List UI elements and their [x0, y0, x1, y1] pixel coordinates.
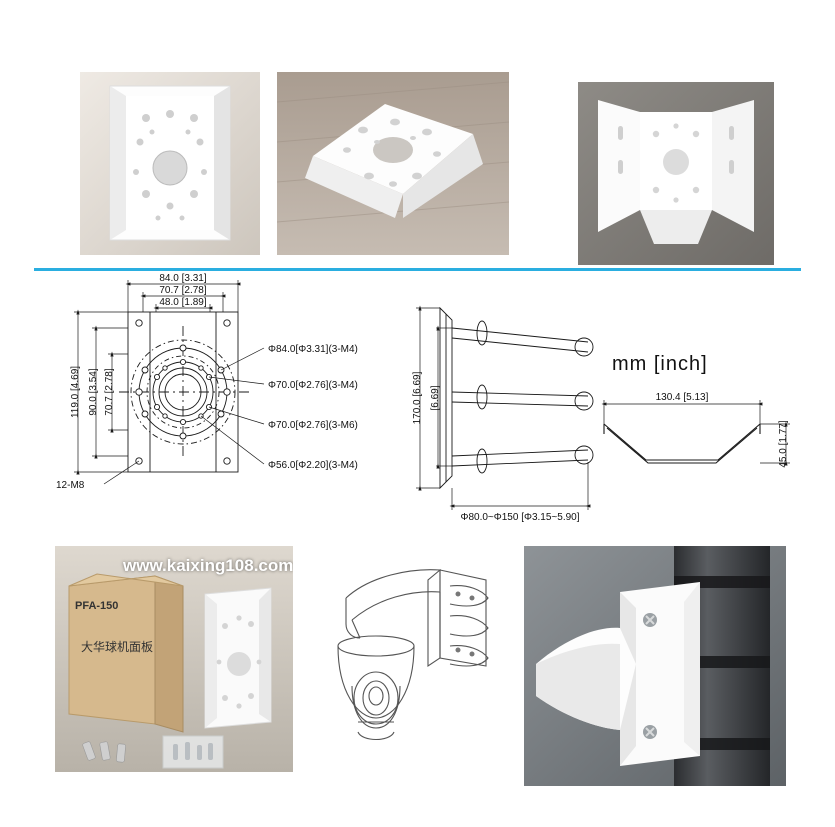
callout-70-m6: Φ70.0[Φ2.76](3-M6): [268, 420, 358, 431]
dim-top-2: 70.7 [2.78]: [159, 285, 206, 296]
box-model-label: PFA-150: [75, 600, 119, 612]
dim-side-inner: [6.69]: [430, 385, 441, 410]
product-photo-front: [80, 72, 260, 255]
dim-top-3: 48.0 [1.89]: [159, 297, 206, 308]
product-photo-side: [578, 82, 774, 265]
callout-12-m8: 12-M8: [56, 480, 85, 491]
technical-drawing: 84.0 [3.31] 70.7 [2.78] 48.0 [1.89] 119.…: [0, 272, 835, 542]
section-divider: [34, 268, 801, 271]
dim-top-view-height: 45.0 [1.77]: [778, 420, 789, 467]
dim-left-3: 70.7 [2.78]: [104, 368, 115, 415]
dim-left-1: 119.0 [4.69]: [70, 366, 81, 418]
installation-line-drawing: [300, 546, 512, 786]
packaging-photo: www.kaixing108.com PFA-150 大华球机面板: [55, 546, 293, 772]
dim-top-view-width: 130.4 [5.13]: [656, 392, 709, 403]
dim-left-2: 90.0 [3.54]: [88, 368, 99, 415]
pole-mount-photo: [524, 546, 786, 786]
dim-top-1: 84.0 [3.31]: [159, 273, 206, 284]
top-photo-row: [0, 72, 835, 265]
callout-56: Φ56.0[Φ2.20](3-M4): [268, 460, 358, 471]
product-photo-angled: [277, 72, 509, 255]
site-watermark: www.kaixing108.com: [123, 556, 293, 575]
bottom-photo-row: www.kaixing108.com PFA-150 大华球机面板: [0, 546, 835, 798]
dim-side-bottom: Φ80.0~Φ150 [Φ3.15~5.90]: [460, 512, 579, 523]
units-label: mm [inch]: [612, 353, 708, 375]
callout-84: Φ84.0[Φ3.31](3-M4): [268, 344, 358, 355]
box-cn-label: 大华球机面板: [81, 640, 154, 654]
callout-70-m4: Φ70.0[Φ2.76](3-M4): [268, 380, 358, 391]
dim-side-total: 170.0 [6.69]: [412, 371, 423, 424]
